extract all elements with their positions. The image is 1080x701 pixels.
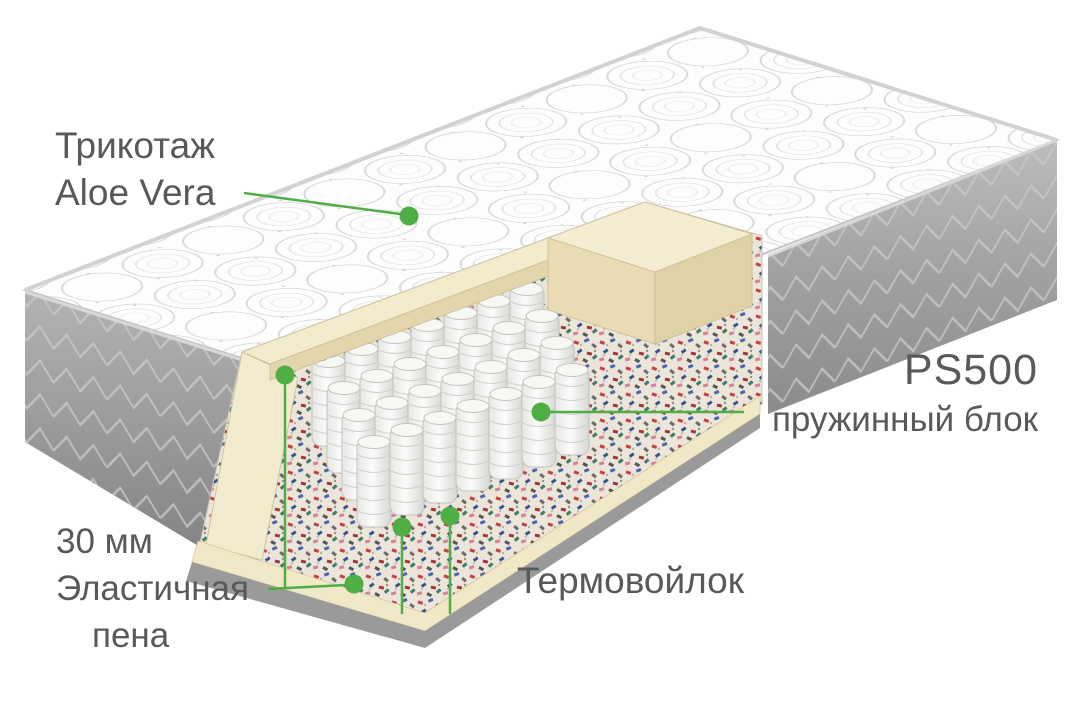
label-spring-subtitle: пружинный блок [771,400,1038,439]
annotation-dot-cover [399,206,419,226]
label-cover-line2: Aloe Vera [55,172,216,213]
side-fabric-left [24,290,243,550]
annotation-dot-felt-1 [392,517,412,537]
label-foam-line2: Эластичная [56,569,249,608]
bottom-border-fabric [186,414,760,648]
label-cover-line1: Трикотаж [55,125,215,166]
annotation-dot-foam-bottom [344,574,364,594]
annotation-dot-springs [531,402,551,422]
mattress-edge-piping [24,25,1058,292]
annotation-dot-foam-top [275,365,295,385]
label-foam: 30 мм Эластичная пена [56,518,249,659]
foam-slab-side [654,233,753,345]
label-foam-line3: пена [92,616,170,655]
annotation-dot-felt-2 [440,506,460,526]
label-thermofelt-text: Термовойлок [517,560,744,601]
label-spring-block: PS500 пружинный блок [772,346,1038,440]
annotation-line-cover [243,191,401,216]
elastic-foam-layer [205,201,754,561]
annotation-line-foam-h [267,583,347,591]
label-thermofelt: Термовойлок [517,560,744,602]
label-foam-line1: 30 мм [56,522,153,561]
side-fabric-right [767,138,1058,414]
annotation-dots [275,206,551,594]
label-cover-material: Трикотаж Aloe Vera [55,122,215,216]
label-spring-title: PS500 [903,346,1038,394]
annotations [243,191,744,614]
